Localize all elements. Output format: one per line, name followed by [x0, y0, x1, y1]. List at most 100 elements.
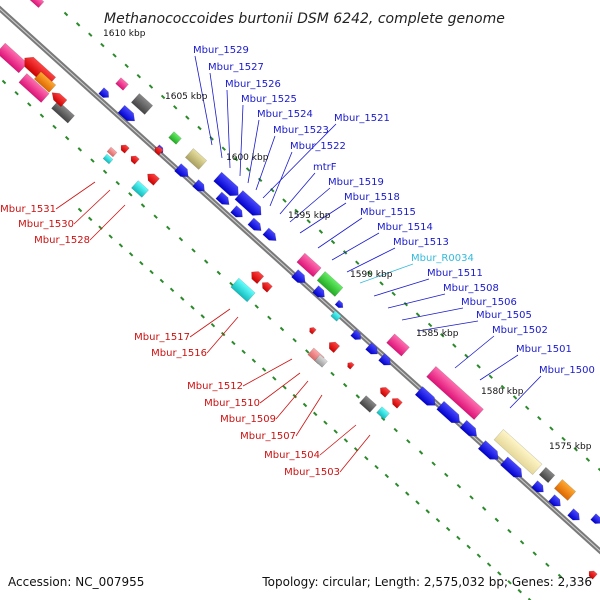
reverse-gene-feature-shape	[392, 398, 403, 409]
kbp-label: 1600 kbp	[226, 153, 269, 163]
tick-mark	[279, 326, 285, 332]
reverse-gene-leader	[275, 380, 309, 420]
forward-gene-feature-shape	[590, 513, 600, 524]
reverse-gene-feature	[314, 354, 328, 368]
tick-mark	[427, 322, 433, 328]
reverse-gene-feature	[392, 398, 403, 409]
forward-gene-feature	[493, 429, 543, 475]
forward-gene-feature	[477, 440, 499, 460]
reverse-gene-feature-shape	[120, 144, 130, 154]
forward-gene-leader	[479, 354, 519, 381]
forward-gene-feature-shape	[436, 400, 460, 424]
forward-gene-label: Mbur_1508	[443, 283, 499, 294]
forward-gene-leader	[194, 55, 213, 146]
kbp-label: 1610 kbp	[103, 29, 146, 39]
forward-gene-leader	[239, 104, 244, 177]
gene-labels: Mbur_1529Mbur_1527Mbur_1526Mbur_1525Mbur…	[0, 45, 595, 478]
forward-gene-feature-shape	[234, 190, 262, 216]
forward-gene-feature	[548, 494, 561, 507]
reverse-gene-feature	[251, 271, 265, 285]
forward-gene-label: Mbur_1522	[290, 141, 346, 152]
tick-mark	[229, 281, 234, 287]
kbp-label: 1585 kbp	[416, 329, 459, 339]
tick-mark	[221, 146, 226, 151]
forward-gene-feature	[98, 87, 109, 98]
tick-mark	[343, 438, 349, 443]
forward-gene-feature-shape	[296, 252, 322, 278]
tick-mark	[440, 333, 445, 338]
forward-gene-label: Mbur_1514	[377, 222, 433, 233]
forward-gene-feature-shape	[548, 494, 561, 507]
tick-mark	[231, 340, 236, 346]
forward-gene-feature-shape	[386, 333, 410, 357]
tick-mark	[330, 239, 336, 245]
forward-gene-feature	[500, 456, 523, 478]
reverse-gene-feature	[230, 277, 256, 303]
reverse-gene-feature-shape	[51, 92, 68, 108]
reverse-gene-feature	[51, 92, 68, 108]
tick-mark	[115, 180, 120, 186]
reverse-gene-feature-shape	[251, 271, 265, 285]
tick-mark	[374, 464, 379, 470]
forward-gene-feature-shape	[115, 77, 129, 91]
forward-gene-feature-shape	[312, 285, 325, 298]
forward-gene-leader	[262, 123, 337, 199]
reverse-gene-leader	[319, 424, 357, 456]
reverse-gene-feature	[328, 341, 341, 354]
forward-gene-feature-shape	[334, 299, 344, 309]
reverse-gene-leader	[295, 394, 323, 437]
tick-mark	[14, 91, 19, 96]
tick-mark	[333, 429, 338, 434]
reverse-gene-leader	[206, 316, 239, 354]
reverse-gene-label: Mbur_1528	[34, 235, 90, 246]
tick-mark	[257, 177, 263, 183]
forward-gene-feature	[117, 104, 135, 122]
tick-mark	[486, 562, 492, 567]
forward-gene-feature	[590, 513, 600, 524]
forward-gene-feature	[330, 310, 342, 322]
tick-mark	[124, 63, 129, 69]
forward-gene-leader	[247, 119, 260, 184]
reverse-gene-feature-shape	[27, 0, 45, 9]
forward-gene-leader	[387, 293, 446, 309]
tick-mark	[148, 84, 154, 89]
reverse-gene-label: Mbur_1512	[187, 381, 243, 392]
tick-mark	[545, 562, 550, 567]
reverse-gene-feature	[18, 73, 50, 103]
tick-mark	[77, 147, 83, 152]
accession-text: Accession: NC_007955	[8, 575, 144, 589]
tick-mark	[469, 495, 474, 500]
forward-gene-label: Mbur_1526	[225, 79, 281, 90]
forward-gene-feature-shape	[291, 269, 306, 283]
reverse-gene-label: Mbur_1531	[0, 204, 56, 215]
tick-mark	[557, 573, 563, 579]
genome-summary-text: Topology: circular; Length: 2,575,032 bp…	[261, 575, 592, 589]
reverse-gene-feature-shape	[230, 277, 256, 303]
reverse-gene-label: Mbur_1503	[284, 467, 340, 478]
forward-gene-feature-shape	[567, 508, 580, 521]
forward-gene-feature-shape	[130, 93, 154, 115]
forward-gene-feature-shape	[262, 227, 277, 241]
reverse-gene-feature	[106, 146, 118, 158]
tick-mark	[318, 229, 324, 234]
forward-gene-feature-shape	[414, 386, 436, 406]
tick-mark	[452, 343, 457, 348]
tick-mark	[561, 436, 566, 442]
tick-mark	[313, 411, 318, 417]
forward-gene-feature	[291, 269, 306, 283]
tick-mark	[294, 208, 299, 214]
forward-gene-label: Mbur_1521	[334, 113, 390, 124]
reverse-gene-feature	[27, 0, 45, 9]
tick-mark	[100, 42, 105, 48]
forward-gene-feature	[567, 508, 580, 521]
tick-mark	[27, 102, 32, 107]
reverse-gene-feature	[347, 362, 355, 370]
reverse-gene-feature	[120, 144, 130, 154]
tick-mark	[216, 270, 222, 276]
forward-gene-feature	[312, 285, 325, 298]
tick-mark	[160, 94, 166, 100]
forward-gene-leader	[255, 135, 276, 191]
reverse-gene-feature-shape	[106, 146, 118, 158]
tick-mark	[497, 571, 502, 576]
forward-gene-label: mtrF	[313, 162, 337, 173]
